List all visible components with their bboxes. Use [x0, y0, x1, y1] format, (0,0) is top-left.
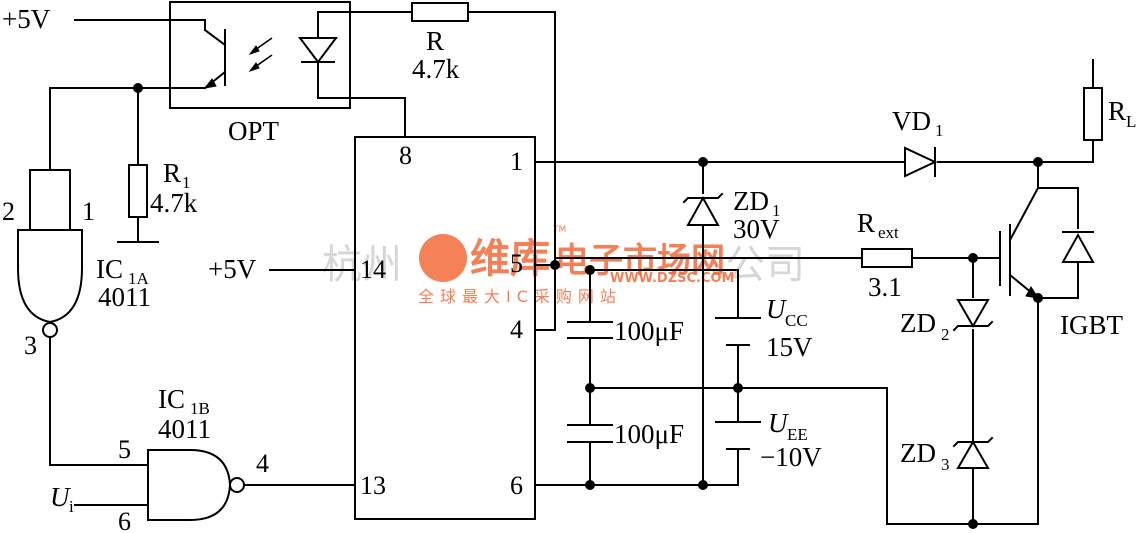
- igbt-label: IGBT: [1060, 310, 1123, 340]
- rext-sub: ext: [878, 223, 899, 242]
- resistor-r1-value: 4.7k: [150, 188, 198, 218]
- rl-name: R: [1108, 96, 1126, 126]
- supply-pin14-label: +5V: [208, 254, 257, 284]
- driver-pin5: 5: [510, 249, 523, 278]
- resistor-rext-body: [861, 248, 913, 268]
- uee-source: U EE −10V: [715, 408, 822, 472]
- ic1a-sub: 1A: [128, 269, 150, 288]
- resistor-r: R 4.7k: [411, 2, 469, 84]
- watermark-brand: 维库: [470, 236, 550, 282]
- ucc-sub: CC: [785, 311, 808, 330]
- capacitor-1-value: 100μF: [614, 316, 684, 346]
- resistor-r-value: 4.7k: [412, 54, 460, 84]
- resistor-r-name: R: [426, 26, 444, 56]
- ic1a-nand-gate: 2 1 3 IC 1A 4011: [2, 197, 151, 360]
- junctions: [133, 83, 1043, 529]
- capacitor-1: 100μF: [567, 316, 684, 346]
- load-resistor-rl: R L: [1083, 87, 1136, 141]
- rext-value: 3.1: [868, 272, 902, 302]
- driver-pin14: 14: [360, 255, 386, 284]
- vd1-sub: 1: [935, 121, 944, 140]
- igbt-freewheel-diode-icon: [1061, 231, 1095, 263]
- input-ui-sub: i: [69, 497, 74, 516]
- resistor-r1-sub: 1: [182, 173, 191, 192]
- optocoupler: OPT: [169, 1, 351, 146]
- driver-pin1: 1: [510, 147, 523, 176]
- ic1a-pin-out: 3: [24, 331, 37, 360]
- input-ui-name: U: [50, 482, 71, 512]
- optocoupler-label: OPT: [228, 116, 280, 146]
- resistor-rext: R ext 3.1: [857, 208, 913, 302]
- supply-top-label: +5V: [2, 4, 51, 34]
- watermark-left-text: 杭州: [322, 242, 402, 288]
- zd1-sub: 1: [772, 201, 781, 220]
- resistor-r1-body: [128, 164, 148, 218]
- resistor-r-body: [411, 2, 469, 22]
- optocoupler-box: [169, 1, 351, 109]
- driver-pin13: 13: [360, 471, 386, 500]
- zd3-name: ZD: [900, 438, 936, 468]
- driver-pin6: 6: [510, 471, 523, 500]
- zd1-value: 30V: [733, 214, 780, 244]
- ic1a-inverter-bubble: [42, 322, 58, 338]
- rext-name: R: [857, 208, 875, 238]
- zd3-zener-icon: [956, 439, 990, 469]
- driver-ic-body: [354, 136, 536, 520]
- zd2-name: ZD: [900, 308, 936, 338]
- opto-led-icon: [298, 37, 338, 64]
- ucc-value: 15V: [766, 332, 813, 362]
- ucc-source: U CC 15V: [715, 294, 813, 362]
- driver-pin8: 8: [399, 141, 412, 170]
- resistor-r1: R 1 4.7k: [128, 158, 198, 218]
- ic1a-pin-in2: 1: [82, 197, 95, 226]
- watermark-slogan: 全球最大IC采购网站: [418, 287, 622, 306]
- igbt-emitter-arrow-icon: [1025, 286, 1040, 299]
- ic1b-pin-in2: 6: [118, 507, 131, 533]
- rl-body: [1083, 87, 1103, 141]
- watermark: 杭州 维库 TM 电子市场网 公司 WWW.DZSC.COM 全球最大IC采购网…: [322, 225, 805, 306]
- vd1-name: VD: [892, 106, 931, 136]
- ic1b-nand-gate: IC 1B 4011 5 6 4: [118, 384, 269, 533]
- ucc-name: U: [766, 294, 787, 324]
- uee-value: −10V: [760, 442, 822, 472]
- input-ui: U i: [50, 482, 74, 516]
- capacitor-2: 100μF: [567, 419, 684, 449]
- ic1a-body: [17, 229, 83, 324]
- ic1a-part: 4011: [98, 282, 151, 312]
- vd1-diode-icon: [904, 146, 938, 178]
- ic1b-body: [147, 449, 232, 521]
- ic1b-name: IC: [158, 384, 185, 414]
- zd3-zener: ZD 3: [900, 436, 994, 474]
- zd2-zener-icon: [956, 299, 990, 329]
- driver-ic: 8 14 13 1 5 4 6: [354, 136, 536, 520]
- ic1a-name: IC: [96, 254, 123, 284]
- capacitor-2-value: 100μF: [614, 419, 684, 449]
- igbt-transistor: IGBT: [1025, 231, 1123, 340]
- wires: [29, 11, 1094, 525]
- watermark-tm: TM: [552, 225, 566, 235]
- zd3-sub: 3: [941, 455, 950, 474]
- rl-sub: L: [1126, 112, 1136, 131]
- ic1b-pin-out: 4: [256, 449, 269, 478]
- vd1-diode: VD 1: [892, 106, 944, 178]
- zd2-zener: ZD 2: [900, 299, 994, 344]
- watermark-logo-icon: [419, 234, 467, 282]
- resistor-r1-name: R: [163, 158, 181, 188]
- light-arrows-icon: [248, 37, 273, 72]
- watermark-tagline: 电子市场网: [555, 241, 725, 281]
- ic1b-part: 4011: [158, 414, 211, 444]
- ic1b-pin-in1: 5: [118, 435, 131, 464]
- ic1a-pin-in1: 2: [2, 197, 15, 226]
- ic1b-inverter-bubble: [229, 477, 245, 493]
- zd1-zener-icon: [686, 195, 720, 226]
- uee-sub: EE: [787, 425, 808, 444]
- uee-name: U: [768, 408, 789, 438]
- zd1-name: ZD: [733, 186, 769, 216]
- zd2-sub: 2: [941, 325, 950, 344]
- zd1-zener: ZD 1 30V: [682, 186, 781, 244]
- watermark-url: WWW.DZSC.COM: [610, 271, 734, 286]
- ic1b-sub: 1B: [190, 399, 210, 418]
- driver-pin4: 4: [510, 315, 523, 344]
